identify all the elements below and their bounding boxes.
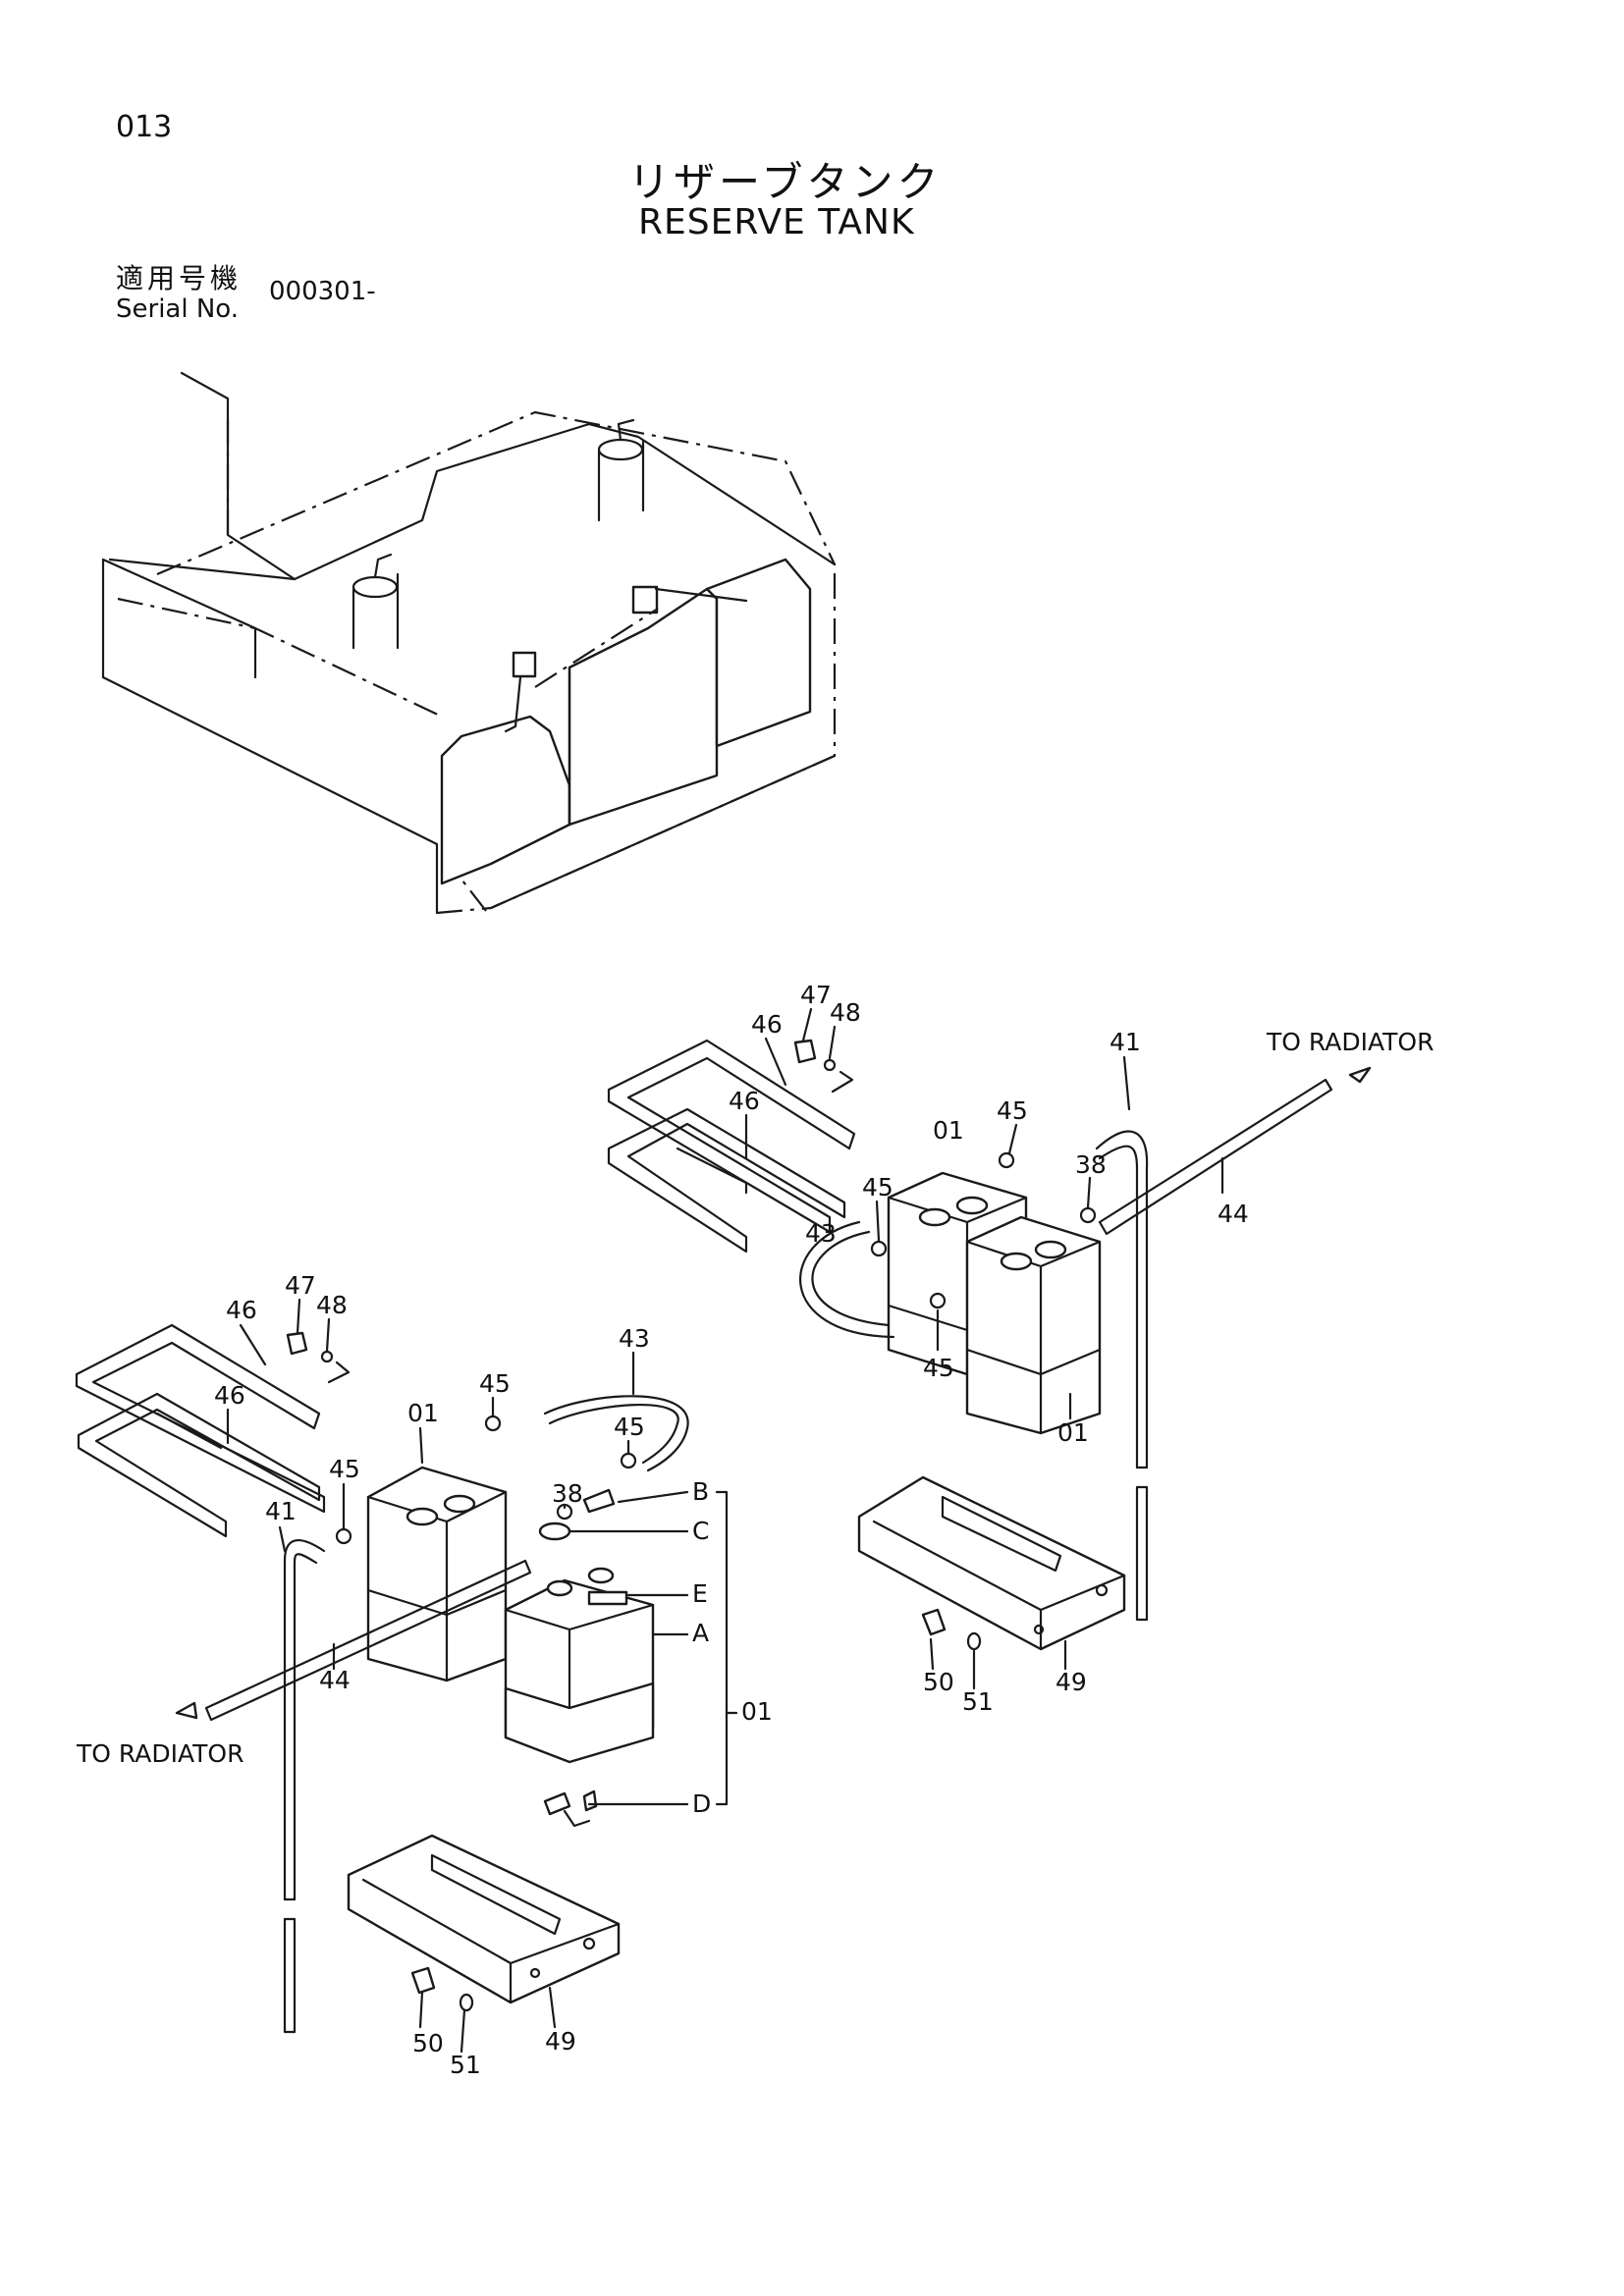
callout-45: 45 xyxy=(862,1173,893,1201)
callout-45: 45 xyxy=(923,1354,954,1382)
callout-01: 01 xyxy=(1057,1418,1089,1447)
callout-41: 41 xyxy=(1110,1028,1141,1056)
callout-d: D xyxy=(692,1789,711,1818)
page-number: 013 xyxy=(116,110,173,144)
callout-46: 46 xyxy=(226,1296,257,1324)
right-tank-assembly xyxy=(607,1039,1333,1651)
callout-c: C xyxy=(692,1517,709,1545)
page-title-japanese: リザーブタンク xyxy=(628,158,943,206)
page-title: RESERVE TANK xyxy=(638,202,915,242)
callout-01: 01 xyxy=(933,1116,964,1145)
callout-47: 47 xyxy=(285,1271,316,1300)
callout-38: 38 xyxy=(1075,1150,1107,1179)
callout-51: 51 xyxy=(962,1687,994,1716)
callout-labels: 47 48 46 46 41 TO RADIATOR 01 45 38 44 4… xyxy=(76,981,1434,2079)
callout-49: 49 xyxy=(545,2027,576,2056)
left-tank-assembly xyxy=(75,1323,738,2034)
callout-a: A xyxy=(692,1619,709,1647)
serial-label-japanese: 適用号機 xyxy=(116,262,243,294)
machine-overview-illustration xyxy=(101,371,837,915)
callout-44: 44 xyxy=(319,1666,351,1694)
callout-e: E xyxy=(692,1579,708,1608)
callout-01: 01 xyxy=(407,1399,439,1427)
callout-46: 46 xyxy=(214,1381,245,1410)
callout-51: 51 xyxy=(450,2051,481,2079)
callout-45: 45 xyxy=(329,1455,360,1483)
callout-44: 44 xyxy=(1218,1200,1249,1228)
callout-45: 45 xyxy=(479,1369,511,1398)
callout-45: 45 xyxy=(997,1096,1028,1125)
callout-01: 01 xyxy=(741,1697,773,1726)
to-radiator-label: TO RADIATOR xyxy=(1266,1028,1434,1056)
callout-46: 46 xyxy=(751,1010,783,1039)
callout-47: 47 xyxy=(800,981,832,1009)
callout-49: 49 xyxy=(1056,1668,1087,1696)
callout-43: 43 xyxy=(805,1219,837,1248)
callout-50: 50 xyxy=(923,1668,954,1696)
serial-label: Serial No. xyxy=(116,294,239,324)
callout-48: 48 xyxy=(830,998,861,1027)
callout-38: 38 xyxy=(552,1479,583,1508)
callout-50: 50 xyxy=(412,2029,444,2057)
callout-41: 41 xyxy=(265,1497,297,1525)
serial-number-range: 000301- xyxy=(269,277,376,306)
callout-45: 45 xyxy=(614,1413,645,1441)
callout-46: 46 xyxy=(729,1087,760,1115)
callout-43: 43 xyxy=(619,1324,650,1353)
callout-b: B xyxy=(692,1477,709,1506)
leader-lines xyxy=(226,1007,1372,2054)
to-radiator-label: TO RADIATOR xyxy=(76,1739,244,1768)
callout-48: 48 xyxy=(316,1291,348,1319)
